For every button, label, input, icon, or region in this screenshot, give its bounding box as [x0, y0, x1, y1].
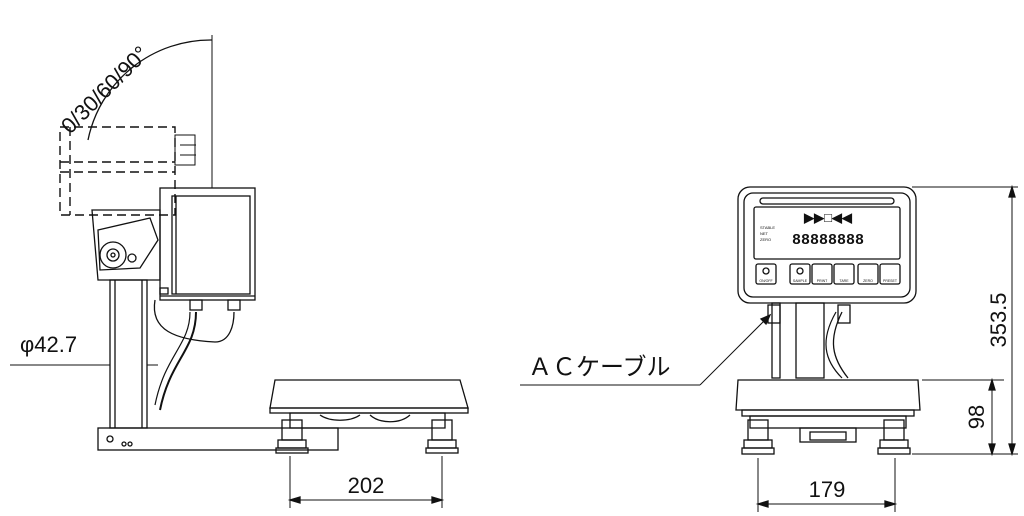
base-height-label: 98 [964, 405, 989, 429]
tilted-display-outline [59, 126, 176, 216]
side-feet [275, 419, 459, 454]
side-cable [159, 311, 197, 411]
display-box [159, 187, 256, 301]
front-width-label: 179 [809, 477, 846, 502]
key-tare: TARE [839, 279, 849, 283]
total-height-label: 353.5 [986, 292, 1011, 347]
tilt-arc [87, 39, 213, 141]
side-view [10, 35, 469, 508]
lcd-digits: 88888888 [792, 232, 864, 249]
front-keypad [755, 263, 901, 285]
front-cable [825, 311, 843, 379]
key-onoff: ON/OFF [759, 279, 772, 283]
svg-text:▶▶□◀◀: ▶▶□◀◀ [803, 210, 853, 225]
front-pole [795, 302, 825, 379]
lcd-window [753, 206, 901, 260]
status-zero: ZERO [760, 237, 771, 242]
base-frame [97, 427, 339, 451]
status-stable: STABLE [760, 225, 775, 230]
front-display-housing [737, 186, 917, 304]
weighing-pan [269, 379, 469, 409]
side-width-label: 202 [348, 473, 385, 498]
front-feet [741, 419, 911, 455]
lcd-content: ▶▶□◀◀ 88888888 STABLE NET ZERO ON/OFF SA… [759, 210, 897, 283]
tilt-angle-label: 0/30/60/90° [56, 41, 153, 138]
tilt-knob [99, 241, 127, 269]
key-sample: SAMPLE [793, 279, 808, 283]
status-net: NET [760, 231, 769, 236]
front-view [520, 184, 1018, 512]
pole-diameter-label: φ42.7 [20, 332, 77, 357]
key-print: PRINT [817, 279, 828, 283]
ac-cable-label: ＡＣケーブル [528, 354, 671, 381]
key-preset: PRESET [883, 279, 898, 283]
front-load-cell [799, 427, 857, 443]
front-pan [735, 379, 921, 411]
key-zero: ZERO [863, 279, 873, 283]
